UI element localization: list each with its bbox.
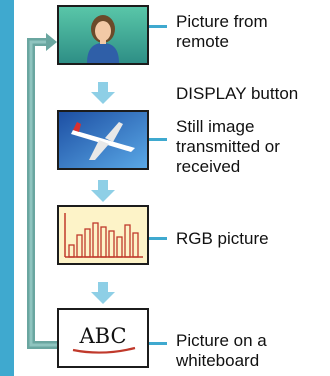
panel-rgb-picture <box>57 205 149 265</box>
label-display-button: DISPLAY button <box>176 84 299 103</box>
panel-whiteboard: ABC <box>57 308 149 368</box>
label-picture-from-remote: Picture from remote <box>176 12 268 51</box>
down-arrow-icon <box>91 82 115 104</box>
connector-line <box>149 138 167 141</box>
connector-line <box>149 25 167 28</box>
down-arrow-icon <box>91 282 115 304</box>
whiteboard-text: ABC <box>78 324 126 348</box>
label-still-image: Still image transmitted or received <box>176 117 280 176</box>
label-whiteboard: Picture on a whiteboard <box>176 331 267 370</box>
airplane-icon <box>59 112 147 168</box>
left-accent-strip <box>0 0 14 376</box>
portrait-icon <box>59 7 147 63</box>
panel-picture-from-remote <box>57 5 149 65</box>
panel-still-image <box>57 110 149 170</box>
bar-chart-icon <box>59 207 147 263</box>
loop-back-arrow <box>27 33 57 349</box>
whiteboard-icon: ABC <box>59 310 147 366</box>
down-arrow-icon <box>91 180 115 202</box>
connector-line <box>149 237 167 240</box>
connector-line <box>149 342 167 345</box>
label-rgb-picture: RGB picture <box>176 229 269 248</box>
loop-arrow-head-icon <box>46 33 57 51</box>
